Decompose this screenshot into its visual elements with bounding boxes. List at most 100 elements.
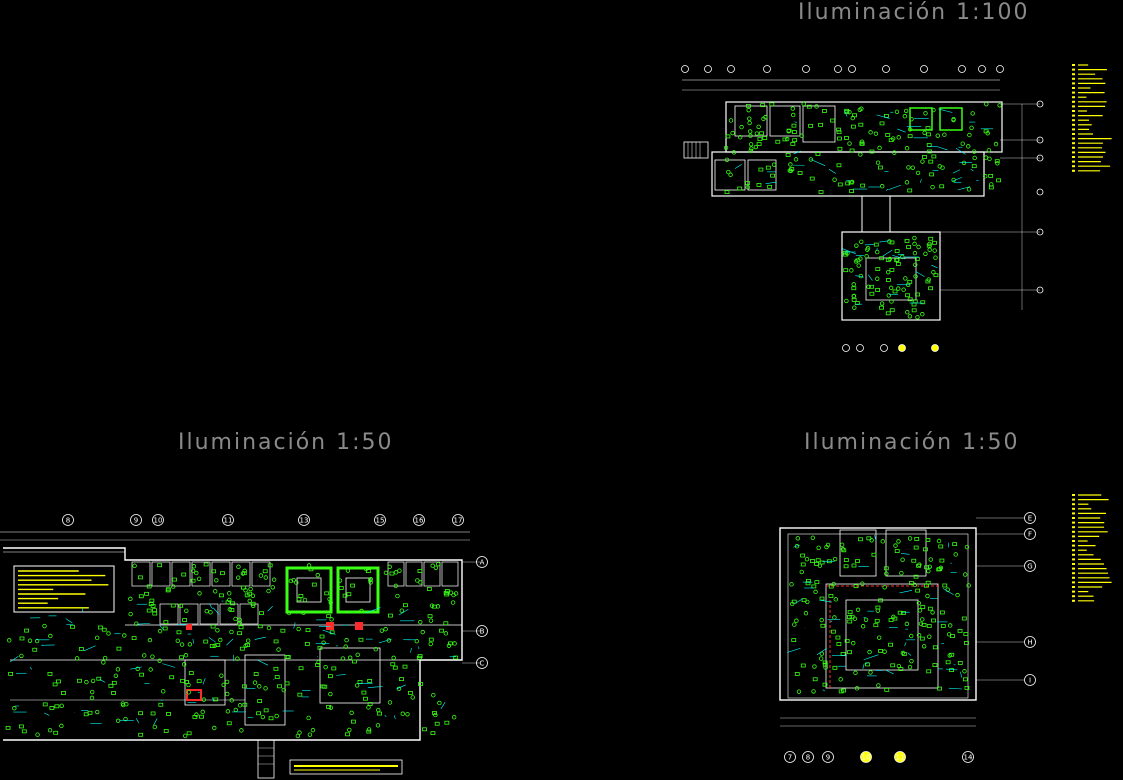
bl-fixture	[395, 593, 400, 599]
tr-wire	[876, 114, 890, 119]
bl-fixture	[150, 711, 156, 716]
bl-room	[131, 561, 151, 587]
bl-fixture	[196, 576, 202, 581]
tr-fixture	[760, 103, 766, 108]
tr-fixture	[789, 167, 795, 171]
tr-fixture	[837, 136, 842, 141]
bl-wire	[398, 608, 409, 616]
bl-fixture	[32, 647, 38, 652]
bl-wire	[202, 678, 206, 685]
tr-legend-symbol	[1072, 87, 1075, 89]
bl-room	[387, 561, 405, 587]
bl-fixture	[285, 655, 291, 659]
bl-fixture	[245, 638, 251, 643]
tr-fixture	[966, 187, 972, 192]
bl-fixture	[142, 653, 147, 658]
bl-fixture	[437, 700, 442, 706]
br-wire	[787, 647, 801, 653]
bl-fixture	[165, 588, 171, 593]
tr-fixture	[888, 285, 894, 291]
bl-fixture	[121, 702, 126, 708]
tr-fixture	[885, 269, 891, 275]
br-fixture	[949, 668, 955, 672]
bl-fixture	[116, 646, 122, 651]
tr-fixture	[909, 116, 914, 122]
bl-fixture	[349, 710, 354, 716]
br-fixture	[794, 618, 799, 623]
bl-fixture	[383, 570, 389, 576]
bl-fixture	[345, 568, 351, 573]
bl-axis-bubble-0	[62, 514, 74, 526]
br-fixture	[854, 686, 860, 691]
tr-axis-bubble-9	[958, 65, 966, 73]
tr-fixture	[931, 270, 936, 275]
bl-fixture	[111, 680, 117, 685]
br-fixture	[796, 689, 802, 694]
br-fixture	[957, 661, 963, 665]
br-fixture	[812, 664, 817, 669]
bl-wire	[410, 648, 412, 653]
tr-fixture	[988, 173, 994, 178]
br-axis-bubble-1	[802, 751, 814, 763]
br-fixture	[830, 629, 836, 634]
br-fixture	[880, 539, 885, 544]
bl-wire	[135, 718, 140, 724]
bl-fixture	[329, 617, 334, 622]
tr-fixture	[912, 250, 918, 256]
bl-fixture	[304, 641, 310, 646]
bl-fixture	[237, 703, 243, 708]
br-fixture	[838, 677, 843, 682]
bl-wire	[83, 645, 96, 652]
tr-fixture	[879, 256, 885, 261]
bl-fixture	[257, 699, 263, 703]
bl-fixture	[146, 608, 152, 613]
bl-fixture	[233, 707, 239, 713]
tr-fixture	[926, 143, 932, 147]
bl-room	[171, 561, 191, 587]
br-fixture	[896, 663, 902, 669]
tr-fixture	[850, 115, 855, 121]
bl-fixture	[400, 711, 405, 716]
bl-fixture	[343, 644, 348, 649]
br-light-fixtures	[787, 535, 971, 694]
tr-legend-symbol	[1072, 73, 1075, 76]
bl-fixture	[281, 687, 286, 693]
tr-axis-bubble-8	[920, 65, 928, 73]
tr-wire	[828, 169, 836, 174]
bl-fixture	[344, 638, 349, 643]
bl-fixture	[311, 582, 317, 587]
bl-notes-lines	[18, 570, 109, 609]
br-fixture	[860, 624, 866, 629]
bl-fixture	[426, 587, 432, 591]
bl-light-fixtures	[5, 561, 459, 739]
tr-fixture	[849, 148, 855, 153]
tr-lower-wing-wall	[711, 151, 985, 197]
bl-fixture	[323, 664, 328, 670]
bl-fixture	[443, 621, 449, 626]
bl-fixture	[418, 580, 423, 585]
br-fixture	[882, 585, 887, 590]
br-fixture	[899, 570, 904, 576]
br-axis-bubble-5	[962, 751, 974, 763]
tr-fixture	[914, 256, 920, 261]
tr-fixture	[855, 258, 861, 263]
bl-fixture	[305, 628, 311, 633]
br-legend-symbol	[1072, 540, 1075, 542]
tr-axis-bubble-0	[681, 65, 689, 73]
bl-fixture	[301, 610, 306, 615]
br-fixture	[912, 582, 917, 588]
bl-room	[151, 561, 171, 587]
tr-fixture	[737, 135, 743, 140]
tr-fixture	[886, 293, 891, 298]
bl-fixture	[194, 570, 199, 576]
br-wire	[907, 652, 912, 656]
bl-fixture	[420, 629, 425, 635]
bl-green-room-1	[285, 566, 333, 614]
bl-fixture	[111, 691, 116, 695]
br-fixture	[962, 669, 967, 674]
bl-fixture	[319, 634, 325, 639]
bl-wire	[322, 629, 336, 635]
br-legend-symbol	[1072, 595, 1075, 598]
tr-fixture	[920, 159, 925, 164]
tr-fixture	[994, 159, 1000, 164]
